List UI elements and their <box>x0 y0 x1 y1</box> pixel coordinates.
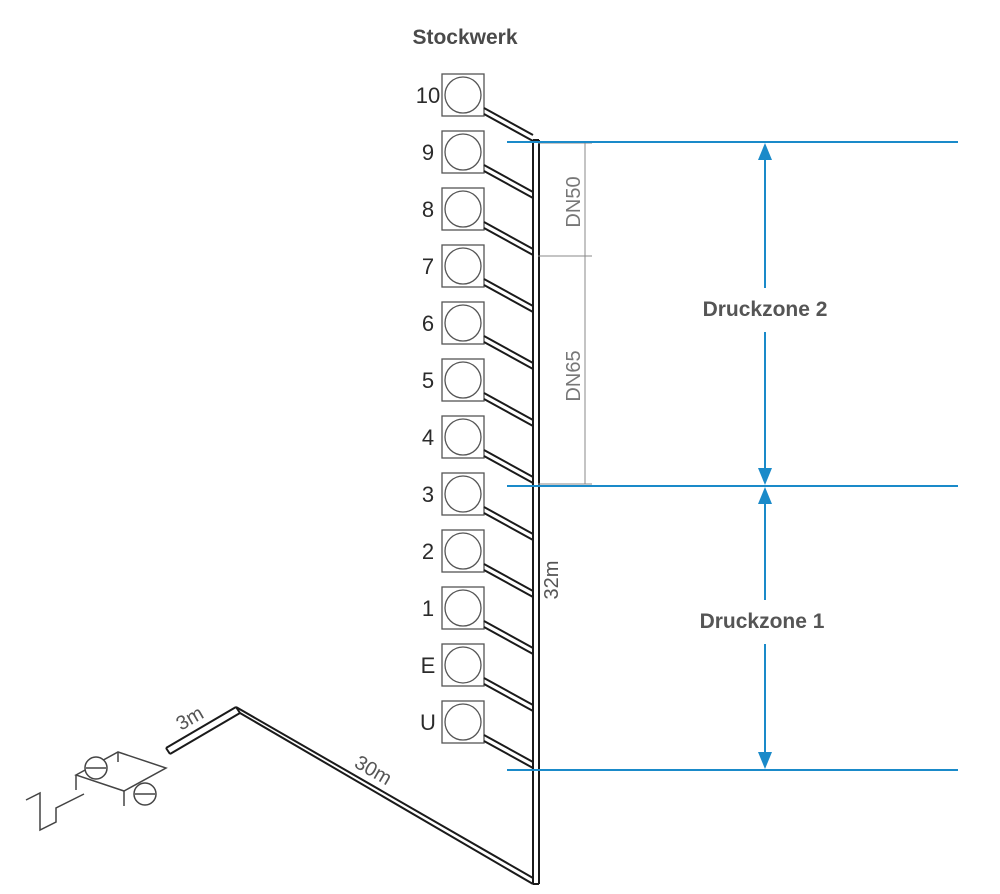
hydrant-icon <box>444 703 482 741</box>
main-riser <box>532 139 540 885</box>
floor-label: E <box>421 653 436 678</box>
floor-8: 8 <box>422 187 534 256</box>
hydrant-icon <box>444 475 482 513</box>
floor-label: U <box>420 710 436 735</box>
floor-u: U <box>420 700 534 769</box>
floor-2: 2 <box>422 529 534 598</box>
hydrant-icon <box>444 133 482 171</box>
riser-height-label: 32m <box>541 561 563 600</box>
floor-label: 7 <box>422 254 434 279</box>
floor-label: 8 <box>422 197 434 222</box>
pump-unit-icon <box>25 751 168 832</box>
zone-boundaries <box>507 141 958 771</box>
floor-label: 4 <box>422 425 434 450</box>
floor-hydrants: 10 9 8 7 6 5 4 3 2 1E U <box>416 73 534 769</box>
hydrant-icon <box>444 190 482 228</box>
floor-label: 3 <box>422 482 434 507</box>
hydrant-box <box>441 301 485 345</box>
hydrant-box <box>441 643 485 687</box>
hydrant-box <box>441 472 485 516</box>
floor-5: 5 <box>422 358 534 427</box>
zone-arrows <box>758 143 772 769</box>
hydrant-box <box>441 586 485 630</box>
floor-label: 5 <box>422 368 434 393</box>
hydrant-box <box>441 415 485 459</box>
hydrant-box <box>441 187 485 231</box>
hydrant-icon <box>444 304 482 342</box>
floor-9: 9 <box>422 130 534 199</box>
branch-pipe <box>483 335 534 370</box>
length-label-30m: 30m <box>351 752 396 791</box>
floor-3: 3 <box>422 472 534 541</box>
hydrant-box <box>441 130 485 174</box>
floor-4: 4 <box>422 415 534 484</box>
floor-10: 10 <box>416 73 534 142</box>
floor-label: 2 <box>422 539 434 564</box>
dn65-label: DN65 <box>563 350 585 401</box>
floor-label: 1 <box>422 596 434 621</box>
branch-pipe <box>483 449 534 484</box>
hydrant-icon <box>444 76 482 114</box>
floor-label: 9 <box>422 140 434 165</box>
diagram-title: Stockwerk <box>412 26 517 49</box>
branch-pipe <box>483 164 534 199</box>
zone-1-label: Druckzone 1 <box>700 610 825 633</box>
supply-pipe-3m <box>165 706 241 755</box>
branch-pipe <box>483 221 534 256</box>
hydrant-box <box>441 244 485 288</box>
floor-e: E <box>421 643 534 712</box>
branch-pipe <box>483 392 534 427</box>
branch-pipe <box>483 677 534 712</box>
zone-2-label: Druckzone 2 <box>703 298 828 321</box>
hydrant-box <box>441 358 485 402</box>
branch-pipe <box>483 734 534 769</box>
hydrant-box <box>441 700 485 744</box>
hydrant-icon <box>444 532 482 570</box>
hydrant-icon <box>444 361 482 399</box>
floor-7: 7 <box>422 244 534 313</box>
branch-pipe <box>483 506 534 541</box>
floor-label: 10 <box>416 83 440 108</box>
hydrant-icon <box>444 247 482 285</box>
dn50-label: DN50 <box>563 176 585 227</box>
branch-pipe <box>483 563 534 598</box>
length-label-3m: 3m <box>172 702 207 735</box>
floor-6: 6 <box>422 301 534 370</box>
hydrant-box <box>441 529 485 573</box>
branch-pipe <box>483 107 534 142</box>
hydrant-icon <box>444 418 482 456</box>
hydrant-icon <box>444 646 482 684</box>
branch-pipe <box>483 620 534 655</box>
floor-label: 6 <box>422 311 434 336</box>
floor-1: 1 <box>422 586 534 655</box>
hydrant-icon <box>444 589 482 627</box>
supply-pipe-30m <box>235 706 534 885</box>
hydrant-box <box>441 73 485 117</box>
branch-pipe <box>483 278 534 313</box>
